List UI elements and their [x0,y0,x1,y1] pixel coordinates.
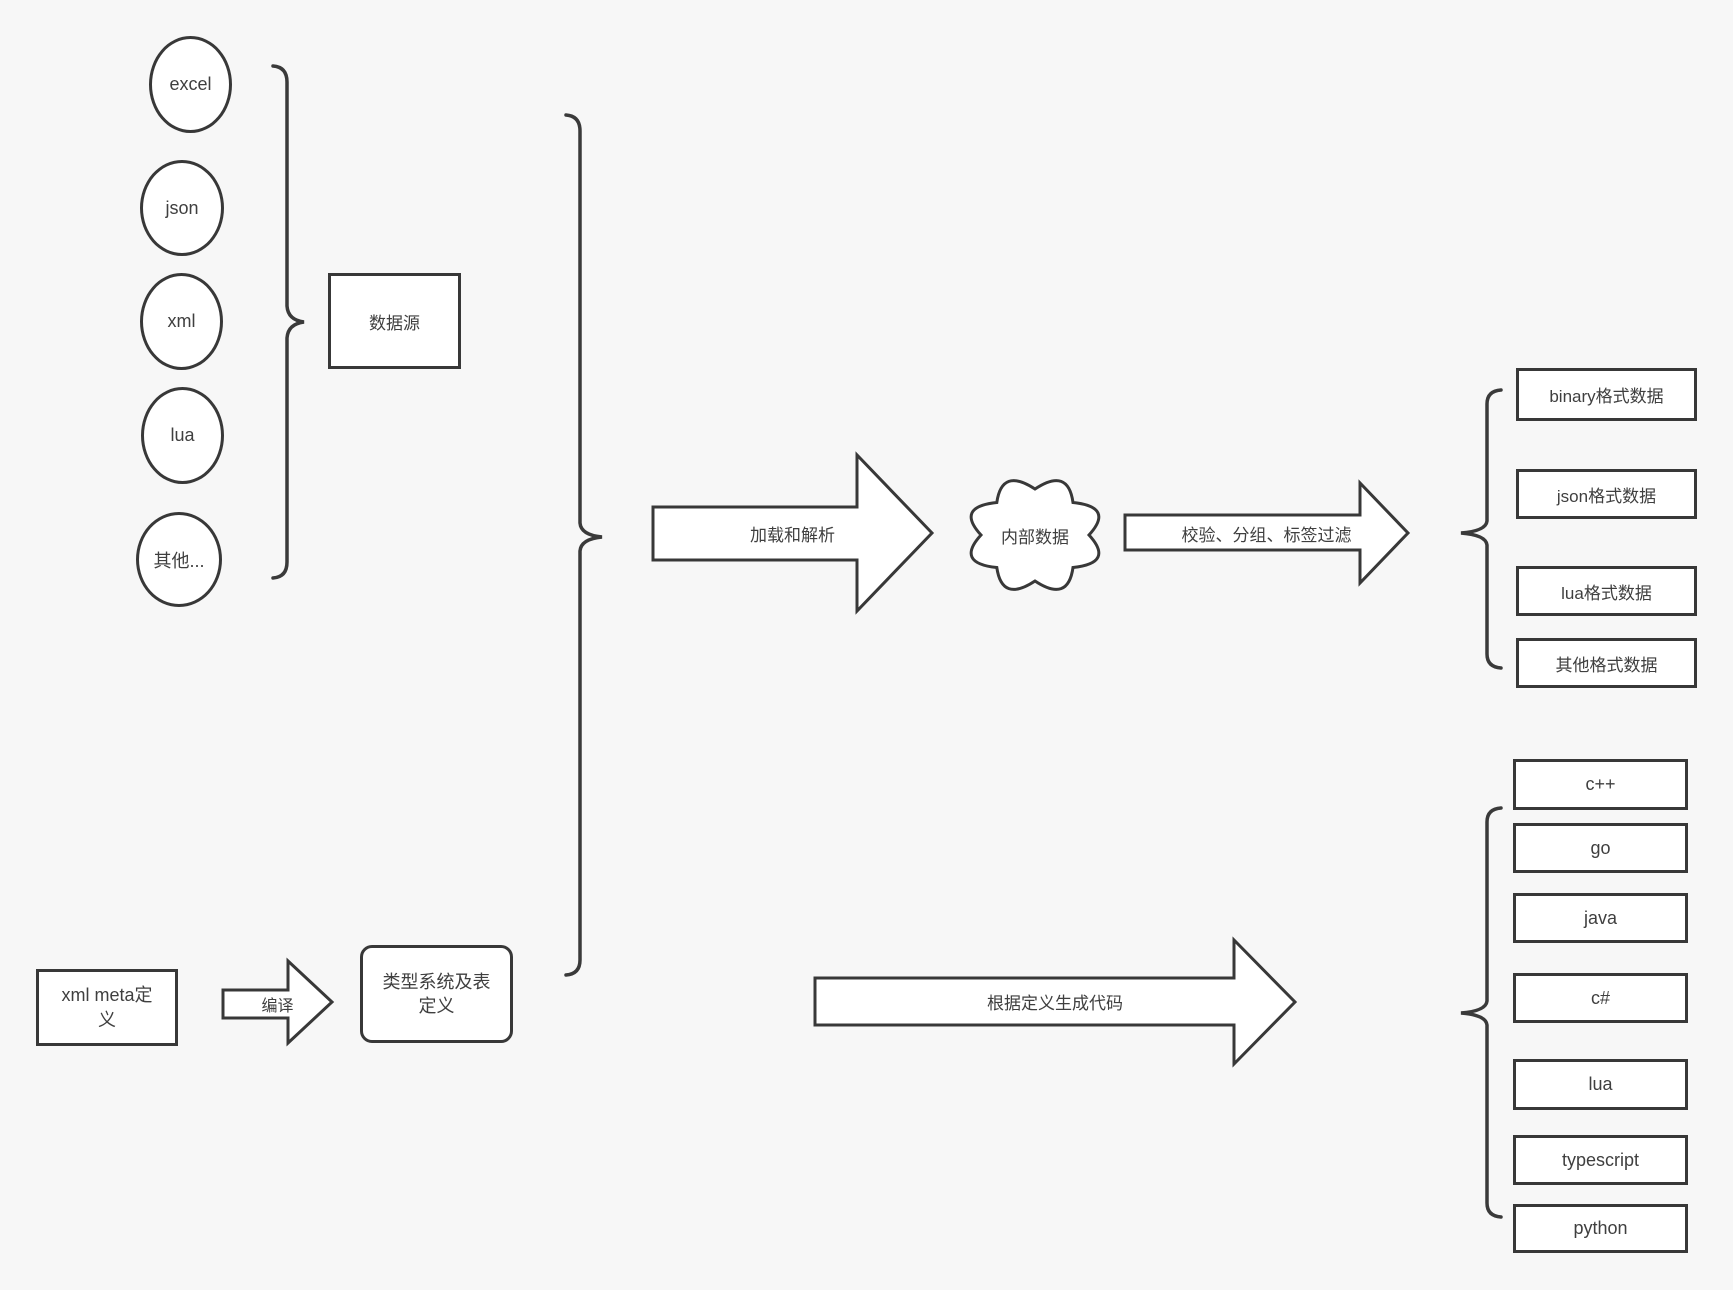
type-system-box: 类型系统及表 定义 [360,945,513,1043]
meta-definition-box: xml meta定 义 [36,969,178,1046]
source-node-other: 其他... [136,512,222,607]
compile-arrow [221,957,335,1047]
codegen-arrow [813,936,1298,1068]
lang-box-lua: lua [1513,1059,1688,1110]
format-box-other: 其他格式数据 [1516,638,1697,688]
languages-brace [1460,806,1503,1219]
source-node-xml: xml [140,273,223,370]
lang-box-go: go [1513,823,1688,873]
lang-box-cpp: c++ [1513,759,1688,810]
format-box-lua: lua格式数据 [1516,566,1697,616]
lang-box-java: java [1513,893,1688,943]
formats-brace [1460,388,1503,670]
lang-box-csharp: c# [1513,973,1688,1023]
datasource-group-box: 数据源 [328,273,461,369]
load-parse-arrow [651,451,935,615]
lang-box-python: python [1513,1204,1688,1253]
format-box-json: json格式数据 [1516,469,1697,519]
source-node-excel: excel [149,36,232,133]
lang-box-typescript: typescript [1513,1135,1688,1185]
format-box-binary: binary格式数据 [1516,368,1697,421]
filter-arrow [1123,479,1411,587]
source-node-lua: lua [141,387,224,484]
pipeline-input-brace [564,113,603,977]
internal-data-cloud [969,479,1101,591]
source-node-json: json [140,160,224,256]
sources-brace [271,64,305,580]
